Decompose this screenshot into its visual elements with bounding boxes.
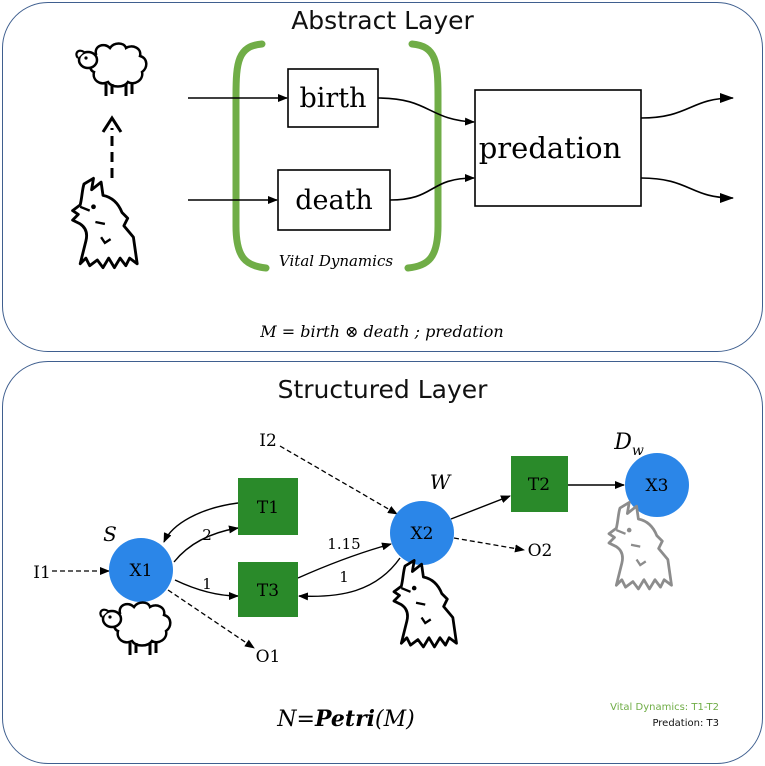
x1-to-o1-arc: [167, 589, 255, 649]
t3-to-x2-arc: [297, 542, 392, 579]
place-x3-name: Dw: [613, 430, 644, 459]
abstract-layer-title: Abstract Layer: [291, 6, 474, 35]
x2-to-o2-arc: [453, 537, 525, 553]
place-x3-label: X3: [646, 476, 669, 496]
transition-t1: [238, 478, 298, 535]
death-box: [277, 169, 391, 231]
input-i1: I1: [33, 563, 51, 583]
wolf-icon: [71, 176, 139, 270]
formula-fn: Petri: [314, 706, 375, 732]
edge-weight-t3-x2: 1.15: [327, 535, 360, 553]
sheep-icon: [74, 42, 148, 98]
transition-t3-label: T3: [257, 581, 279, 601]
i2-to-x2-arc: [279, 445, 398, 515]
vital-dynamics-label: Vital Dynamics: [279, 252, 393, 270]
place-x3-name-sub: w: [632, 443, 644, 459]
place-x1-name: S: [103, 522, 117, 546]
transition-t2: [511, 456, 568, 512]
place-x3: [625, 453, 689, 517]
sheep-icon: [98, 601, 172, 657]
predation-label: predation: [479, 131, 622, 165]
legend-predation: Predation: T3: [652, 718, 719, 729]
dashed-up-arrow-head: [101, 115, 123, 133]
birth-to-predation-wire: [377, 97, 475, 126]
place-x2-label: X2: [411, 524, 434, 544]
x1-to-t3-arc: [174, 579, 239, 600]
structured-layer-title: Structured Layer: [277, 375, 488, 404]
place-x1-label: X1: [130, 561, 153, 581]
birth-box: [287, 68, 379, 128]
output-o1: O1: [256, 647, 281, 667]
birth-label: birth: [299, 83, 366, 114]
place-x2: [390, 501, 454, 565]
predation-box: [474, 89, 642, 207]
edge-weight-t1-x1: 2: [202, 526, 212, 544]
place-x2-name: W: [430, 470, 452, 494]
wolf-icon: [392, 559, 458, 649]
predation-output-bottom: [640, 177, 734, 203]
x2-to-t3-arc: [298, 557, 401, 601]
transition-t1-label: T1: [257, 498, 279, 518]
legend-vital-dynamics: Vital Dynamics: T1-T2: [610, 702, 719, 713]
formula-eq: =: [297, 707, 315, 732]
edge-weight-x1-t3: 1: [202, 575, 212, 593]
t1-to-x1-arc-top: [163, 502, 239, 543]
transition-t3: [238, 562, 298, 617]
vital-dynamics-right-bracket: [404, 40, 442, 272]
vital-dynamics-left-bracket: [232, 40, 270, 272]
place-x1: [109, 538, 173, 602]
input-i2: I2: [259, 431, 277, 451]
place-x3-name-main: D: [613, 430, 632, 455]
x1-to-t1-arc: [173, 525, 239, 563]
edge-weight-x2-t3: 1: [339, 568, 349, 586]
predation-output-top: [640, 93, 734, 119]
death-to-predation-wire: [389, 174, 475, 201]
output-o2: O2: [528, 541, 553, 561]
formula-lhs: N: [276, 707, 297, 732]
formula-arg: (M): [375, 707, 415, 732]
transition-t2-label: T2: [528, 475, 550, 495]
abstract-formula: M = birth ⊗ death ; predation: [259, 322, 503, 341]
death-label: death: [295, 185, 373, 216]
x2-to-t2-arc: [450, 495, 511, 520]
structured-formula: N=Petri(M): [276, 706, 414, 732]
